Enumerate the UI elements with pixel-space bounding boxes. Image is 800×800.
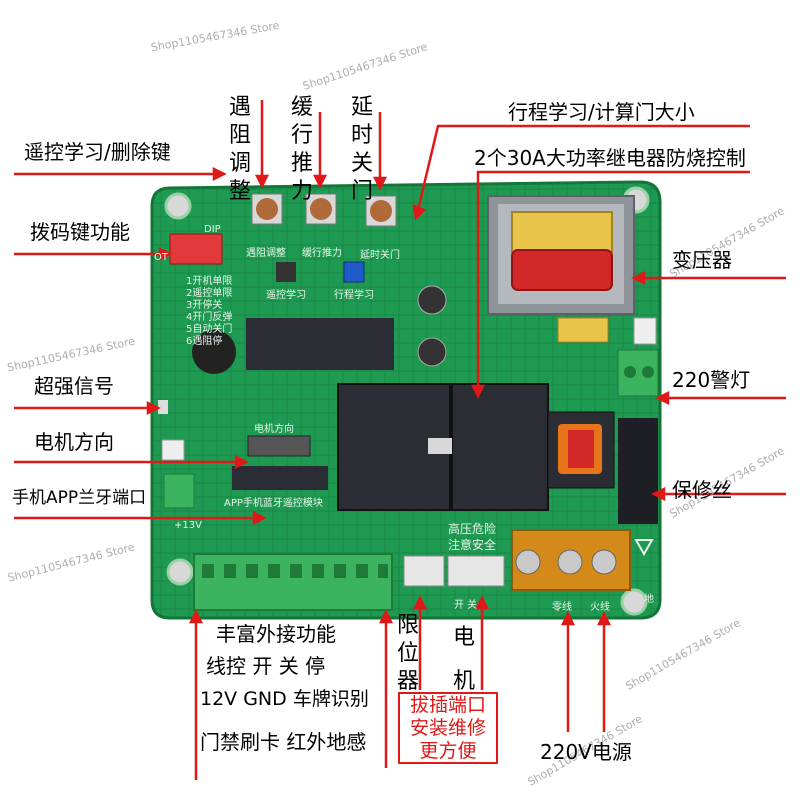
label-travel-learn: 行程学习/计算门大小	[508, 100, 695, 124]
label-ext-line2: 12V GND 车牌识别	[200, 688, 369, 710]
callout-line-1: 拔插端口	[409, 694, 486, 716]
board-text-dip-list-5: 6遇阻停	[186, 336, 223, 347]
label-ext-line3: 门禁刷卡 红外地感	[200, 730, 367, 754]
board-text-ground: 地	[644, 594, 654, 605]
small-terminal	[163, 473, 195, 509]
board-text-pot1: 遇阻调整	[246, 248, 286, 259]
callout-line-2: 安装维修	[409, 717, 486, 739]
buzzer	[192, 330, 236, 374]
label-motor-direction: 电机方向	[34, 430, 114, 454]
limit-connector	[403, 555, 445, 587]
board-text-dip-list-3: 4开门反弹	[186, 312, 233, 323]
board-text-dip: DIP	[204, 224, 221, 235]
label-transformer: 变压器	[672, 248, 732, 272]
board-text-open-close: 开 关	[454, 600, 478, 611]
label-rich-ext: 丰富外接功能	[216, 622, 336, 646]
label-ext-line1: 线控 开 关 停	[206, 654, 326, 678]
board-text-pot2: 缓行推力	[302, 248, 342, 259]
label-strong-signal: 超强信号	[34, 374, 114, 398]
capacitor	[557, 317, 609, 343]
board-text-safety: 注意安全	[448, 538, 497, 552]
dip-switch	[169, 233, 223, 265]
board-text-dip-list-1: 2遥控单限	[186, 288, 233, 299]
external-terminal-block	[193, 553, 393, 611]
board-text-dip-list-4: 5自动关门	[186, 324, 233, 335]
ground-icon	[634, 539, 654, 557]
board-text-motor-dir: 电机方向	[254, 424, 294, 435]
mcu-chip	[246, 318, 394, 370]
arrow-icon	[14, 100, 786, 780]
label-delay-close: 延时关门	[350, 95, 373, 204]
bluetooth-module	[232, 466, 328, 490]
label-remote-learn: 遥控学习/删除键	[24, 140, 171, 164]
label-warning-lamp: 220警灯	[672, 368, 751, 392]
board-text-remote-btn: 遥控学习	[266, 290, 306, 301]
plug-port-callout: 拔插端口 安装维修 更方便	[398, 692, 498, 764]
transformer-icon	[487, 195, 635, 315]
board-text-high-voltage: 高压危险	[448, 522, 497, 536]
label-soft-thrust: 缓行推力	[290, 95, 313, 204]
potentiometer-icon	[251, 193, 397, 227]
relay-icon	[337, 383, 549, 511]
label-dip-function: 拨码键功能	[30, 220, 130, 244]
antenna-socket	[158, 400, 168, 414]
electrolytic-capacitor	[417, 285, 447, 315]
travel-learn-button	[343, 261, 365, 283]
label-app-bluetooth: 手机APP兰牙端口	[12, 488, 147, 508]
board-text-dip-list-0: 1开机单限	[186, 276, 233, 287]
board-text-neutral: 零线	[552, 602, 572, 613]
motor-connector	[447, 555, 505, 587]
label-speed-adjust: 遇阻调整	[228, 95, 251, 204]
board-text-live: 火线	[590, 602, 610, 613]
board-text-travel-btn: 行程学习	[334, 290, 374, 301]
label-power-220: 220V电源	[540, 740, 632, 764]
screw-hole-icon	[164, 186, 650, 616]
power-terminal	[511, 529, 631, 591]
label-relay: 2个30A大功率继电器防烧控制	[474, 146, 746, 170]
motor-direction-switch	[247, 435, 311, 457]
fuse-holder	[547, 411, 658, 524]
label-limit-switch: 限位器	[396, 613, 419, 694]
board-text-pot3: 延时关门	[360, 250, 400, 261]
callout-line-3: 更方便	[419, 740, 477, 762]
electrolytic-capacitor	[417, 337, 447, 367]
board-text-ot: OT	[154, 252, 168, 263]
remote-learn-button	[276, 262, 296, 282]
terminal-block-icon	[617, 349, 659, 397]
label-fuse: 保修丝	[672, 478, 732, 502]
connector	[633, 317, 657, 345]
board-text-app-module: APP手机蓝牙遥控模块	[224, 498, 323, 509]
board-text-dip-list-2: 3开停关	[186, 300, 223, 311]
motor-socket	[161, 439, 185, 461]
label-motor: 电机	[452, 625, 475, 694]
board-text-v13: +13V	[174, 520, 202, 531]
